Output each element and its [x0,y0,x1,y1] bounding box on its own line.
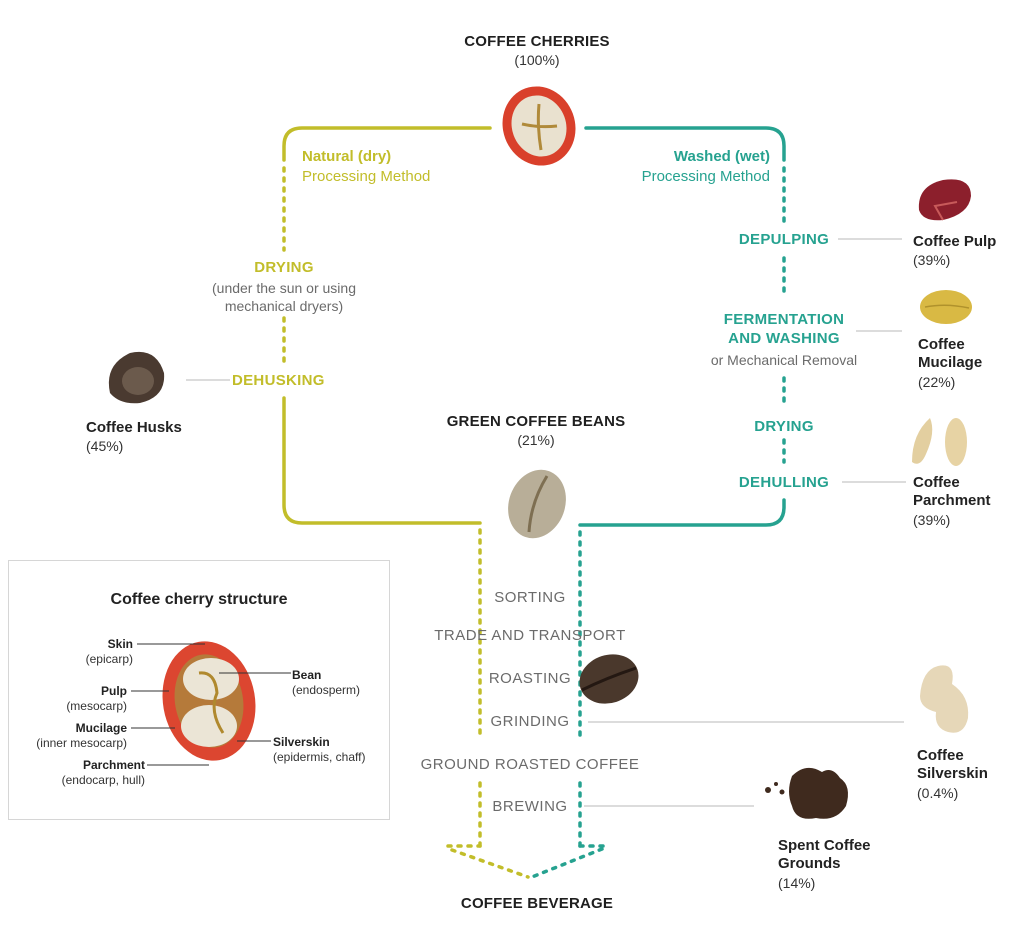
arrow-right [530,844,607,879]
grinding-step: GRINDING [490,713,570,730]
mucilage-sublabel: (inner mesocarp) [36,736,127,750]
coffee-pulp-icon [918,179,971,221]
silverskin-sublabel: (epidermis, chaff) [273,750,366,764]
coffee-husks-icon [108,351,165,404]
silverskin-label: Silverskin [273,735,330,749]
washed-method-title: Washed (wet) [673,148,770,165]
fermentation-step-line1: FERMENTATION [723,311,845,328]
mucilage-label: Mucilage [75,721,127,735]
natural-drying-note-2: mechanical dryers) [224,298,344,314]
washed-drying-step: DRYING [754,418,814,435]
sorting-step: SORTING [494,589,566,606]
cherry-structure-panel: Coffee cherry structure Skin (epicarp) P… [8,560,390,820]
parchment-label: Parchment [82,758,145,772]
coffee-parchment-icon [912,418,967,466]
coffee-husks-name: Coffee Husks [86,419,182,436]
coffee-mucilage-name-2: Mucilage [918,354,983,371]
coffee-pulp-name: Coffee Pulp [913,233,997,250]
washed-path-bottom [578,498,786,527]
spent-grounds-pct: (14%) [778,875,816,891]
fermentation-note: or Mechanical Removal [710,352,858,368]
washed-method-subtitle: Processing Method [641,168,770,185]
coffee-beverage-title: COFFEE BEVERAGE [460,895,614,912]
green-coffee-bean-icon [508,469,566,539]
ground-roasted-coffee-step: GROUND ROASTED COFFEE [420,756,640,773]
coffee-silverskin-name-1: Coffee [917,747,964,764]
coffee-pulp-pct: (39%) [913,252,951,268]
brewing-step: BREWING [492,798,568,815]
coffee-mucilage-pct: (22%) [918,374,956,390]
coffee-silverskin-name-2: Silverskin [917,765,988,782]
dehusking-step: DEHUSKING [232,372,325,389]
pulp-sublabel: (mesocarp) [66,699,127,713]
coffee-parchment-pct: (39%) [913,512,951,528]
bean-sublabel: (endosperm) [292,683,361,697]
roasting-step: ROASTING [488,670,572,687]
spent-grounds-name-2: Grounds [778,855,841,872]
natural-path-bottom [282,396,482,525]
roasted-coffee-bean-icon [579,654,639,704]
natural-drying-note-1: (under the sun or using [212,280,356,296]
natural-method-title: Natural (dry) [302,148,392,165]
coffee-silverskin-pct: (0.4%) [917,785,959,801]
fermentation-step-line2: AND WASHING [728,330,840,347]
coffee-cherry-icon [502,86,576,166]
green-beans-pct: (21%) [517,432,555,448]
coffee-silverskin-icon [920,665,969,733]
coffee-mucilage-icon [920,290,972,324]
pulp-label: Pulp [101,684,127,698]
washed-path-top [584,126,786,162]
coffee-cherries-title: COFFEE CHERRIES [464,33,610,50]
parchment-sublabel: (endocarp, hull) [61,773,145,787]
trade-transport-step: TRADE AND TRANSPORT [434,627,626,644]
natural-drying-step: DRYING [254,259,314,276]
spent-grounds-name-1: Spent Coffee [778,837,871,854]
spent-coffee-grounds-icon [765,767,848,819]
coffee-parchment-name-1: Coffee [913,474,960,491]
natural-method-subtitle: Processing Method [302,168,431,185]
cherry-structure-title: Coffee cherry structure [110,591,288,608]
coffee-mucilage-name-1: Coffee [918,336,965,353]
skin-sublabel: (epicarp) [85,652,133,666]
arrow-left [446,844,530,879]
green-beans-title: GREEN COFFEE BEANS [446,413,626,430]
bean-label: Bean [292,668,322,682]
dehulling-step: DEHULLING [738,474,830,491]
depulping-step: DEPULPING [738,231,830,248]
skin-label: Skin [107,637,133,651]
coffee-husks-pct: (45%) [86,438,124,454]
coffee-cherries-pct: (100%) [514,52,560,68]
cherry-structure-diagram [131,641,291,766]
natural-path-top [282,126,492,162]
coffee-parchment-name-2: Parchment [913,492,991,509]
